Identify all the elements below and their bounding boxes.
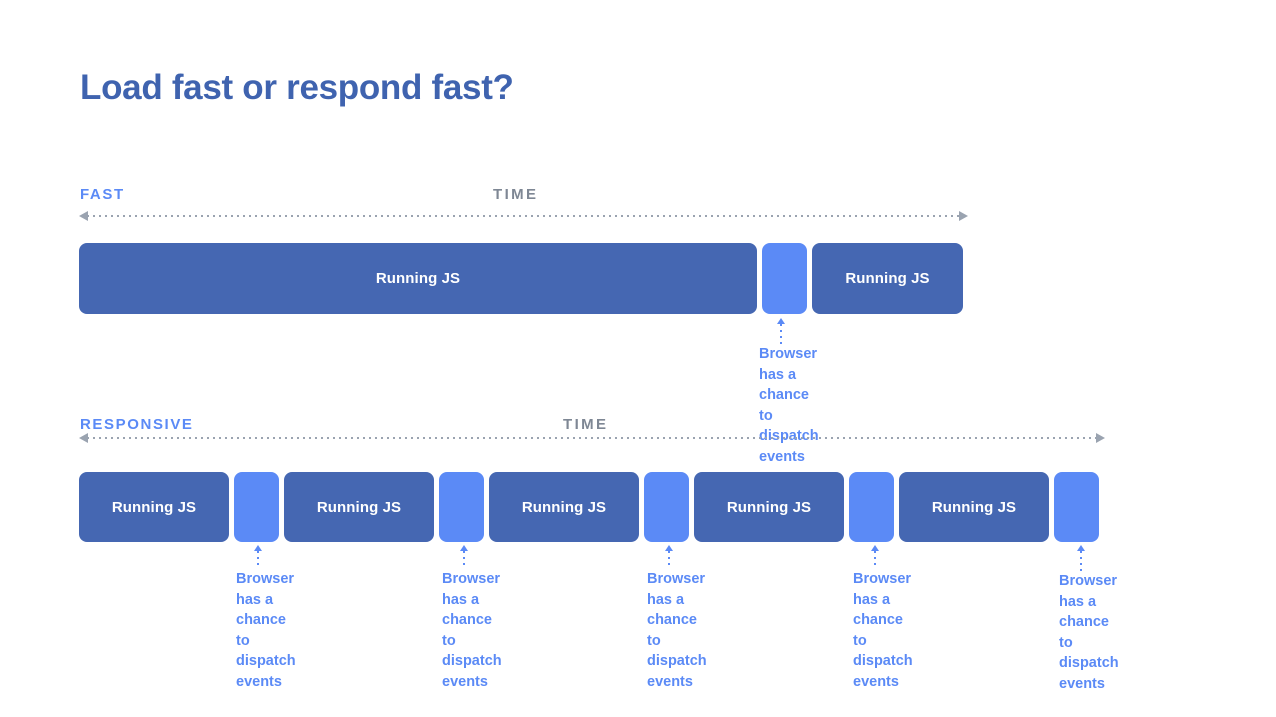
callout-caption: Browser has a chance to dispatch events <box>236 571 296 690</box>
running-js-label: Running JS <box>931 498 1017 516</box>
time-axis-label-responsive: TIME <box>563 416 609 433</box>
callout-arrow-icon <box>665 545 673 551</box>
browser-gap-block[interactable] <box>439 472 484 542</box>
callout-caption: Browser has a chance to dispatch events <box>442 571 502 690</box>
running-js-block[interactable]: Running JS <box>284 472 434 542</box>
row-label-fast: FAST <box>80 186 125 203</box>
callout-arrow-icon <box>460 545 468 551</box>
axis-arrow-right-icon <box>959 211 968 221</box>
running-js-label: Running JS <box>316 498 402 516</box>
callout-caption: Browser has a chance to dispatch events <box>853 571 913 690</box>
page-title: Load fast or respond fast? <box>80 68 514 107</box>
running-js-block[interactable]: Running JS <box>489 472 639 542</box>
running-js-block[interactable]: Running JS <box>812 243 963 314</box>
running-js-label: Running JS <box>111 498 197 516</box>
axis-arrow-left-icon <box>79 211 88 221</box>
browser-gap-block[interactable] <box>234 472 279 542</box>
callout-leader-line <box>780 324 782 344</box>
axis-arrow-right-icon <box>1096 433 1105 443</box>
callout-caption: Browser has a chance to dispatch events <box>759 346 819 465</box>
callout-leader-line <box>257 551 259 569</box>
running-js-block[interactable]: Running JS <box>694 472 844 542</box>
callout-caption: Browser has a chance to dispatch events <box>1059 573 1119 692</box>
callout-leader-line <box>463 551 465 569</box>
running-js-block[interactable]: Running JS <box>899 472 1049 542</box>
running-js-block[interactable]: Running JS <box>79 243 757 314</box>
time-axis-responsive <box>79 431 1105 445</box>
browser-gap-block[interactable] <box>762 243 807 314</box>
running-js-block[interactable]: Running JS <box>79 472 229 542</box>
callout-arrow-icon <box>871 545 879 551</box>
running-js-label: Running JS <box>726 498 812 516</box>
callout-leader-line <box>1080 551 1082 571</box>
browser-gap-block[interactable] <box>1054 472 1099 542</box>
running-js-label: Running JS <box>521 498 607 516</box>
browser-gap-block[interactable] <box>849 472 894 542</box>
running-js-label: Running JS <box>845 270 930 287</box>
callout-arrow-icon <box>254 545 262 551</box>
callout-leader-line <box>668 551 670 569</box>
axis-dotted-line <box>87 437 1096 439</box>
axis-dotted-line <box>87 215 959 217</box>
time-axis-fast <box>79 209 968 223</box>
timeline-track-fast: Running JS Running JS <box>79 243 963 314</box>
callout-caption: Browser has a chance to dispatch events <box>647 571 707 690</box>
row-label-responsive: RESPONSIVE <box>80 416 194 433</box>
browser-gap-block[interactable] <box>644 472 689 542</box>
callout-arrow-icon <box>1077 545 1085 551</box>
axis-arrow-left-icon <box>79 433 88 443</box>
time-axis-label-fast: TIME <box>493 186 539 203</box>
callout-leader-line <box>874 551 876 569</box>
running-js-label: Running JS <box>375 270 461 287</box>
timeline-track-responsive: Running JS Running JS Running JS Running… <box>79 472 1099 542</box>
callout-arrow-icon <box>777 318 785 324</box>
